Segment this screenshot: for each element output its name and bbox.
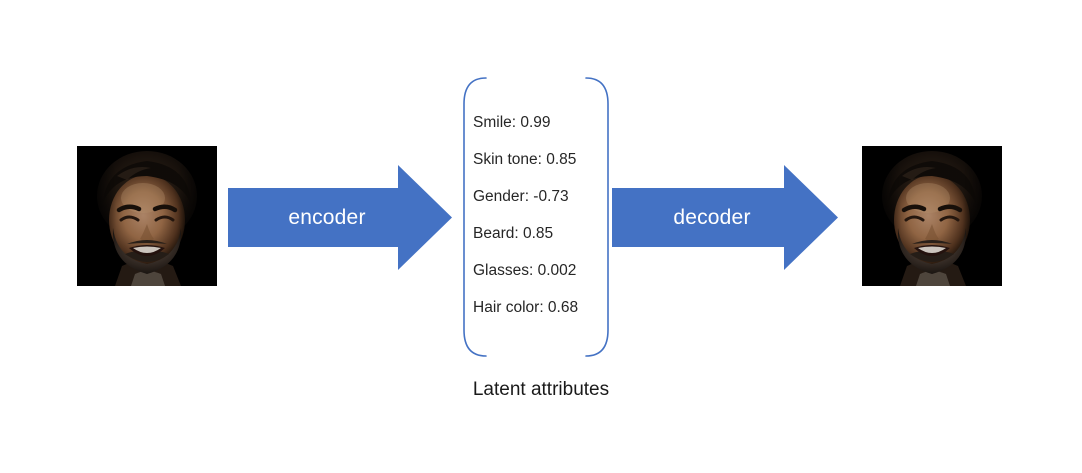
latent-attribute-list: Smile: 0.99 Skin tone: 0.85 Gender: -0.7… [473,104,613,326]
latent-attribute-item: Glasses: 0.002 [473,262,577,279]
latent-attribute-item: Beard: 0.85 [473,225,554,242]
latent-attribute-item: Gender: -0.73 [473,188,569,205]
latent-attribute-item: Smile: 0.99 [473,114,551,131]
latent-attribute-item: Skin tone: 0.85 [473,151,577,168]
encoder-arrow: encoder [228,165,452,270]
decoder-arrow: decoder [612,165,838,270]
latent-bracket [460,76,612,358]
latent-attribute-item: Hair color: 0.68 [473,299,579,316]
output-face-photo [862,146,1002,286]
latent-caption: Latent attributes [472,379,610,400]
input-face-photo [77,146,217,286]
